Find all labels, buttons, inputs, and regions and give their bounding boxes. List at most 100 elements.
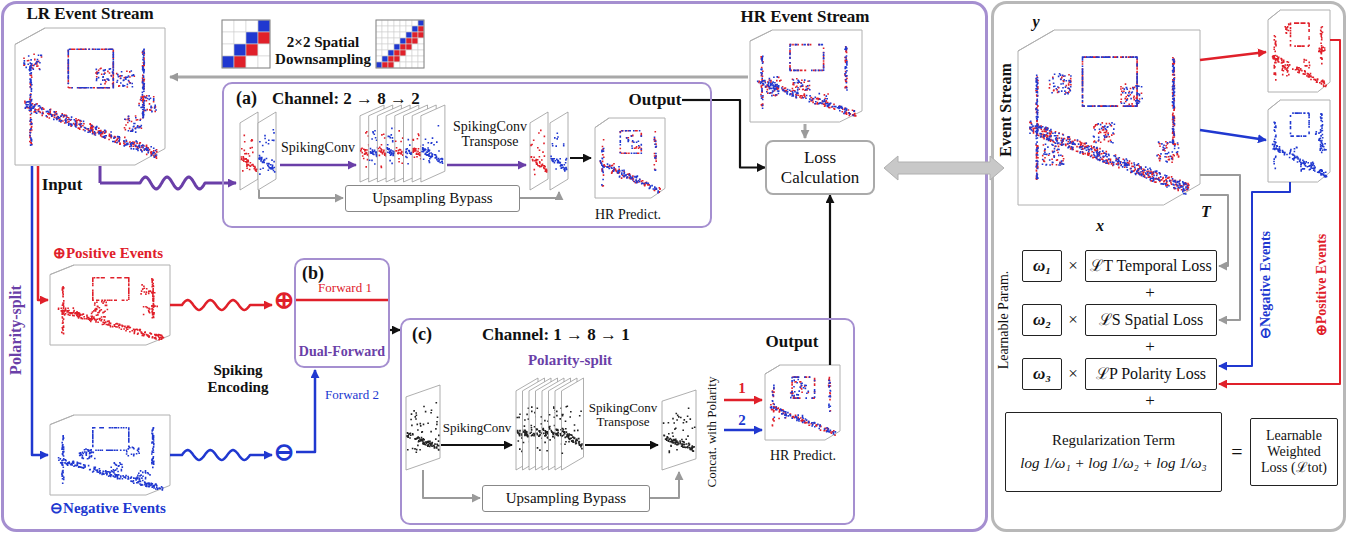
pixel-cell xyxy=(388,62,394,68)
panel-tag: (a) xyxy=(236,88,257,109)
pixel-cell xyxy=(400,50,406,56)
text-label: SpikingConv xyxy=(443,421,512,435)
pixel-cell xyxy=(222,44,234,56)
box-label: ℒS Spatial Loss xyxy=(1099,311,1204,329)
pixel-cell xyxy=(418,26,424,32)
pixel-cell xyxy=(376,20,382,26)
feature-map xyxy=(258,112,276,190)
pixel-cell xyxy=(400,32,406,38)
plot-axes xyxy=(765,365,840,440)
pixel-cell xyxy=(376,38,382,44)
loss-term-box: ℒP Polarity Loss xyxy=(1085,358,1217,390)
feature-map xyxy=(530,112,548,190)
event-dots xyxy=(1272,112,1328,177)
bypass-arrow xyxy=(259,190,343,198)
pixel-cell xyxy=(258,32,270,44)
flow-arrow xyxy=(724,399,762,402)
flow-arrow xyxy=(280,164,356,167)
pixel-cell xyxy=(394,50,400,56)
pixel-cell xyxy=(388,20,394,26)
pixel-cell xyxy=(400,26,406,32)
loss-link xyxy=(1219,182,1290,366)
event-dots xyxy=(1029,56,1190,191)
pixel-cell xyxy=(258,56,270,68)
pixel-cell xyxy=(394,44,400,50)
pixel-cell xyxy=(388,38,394,44)
box-label: Loss Calculation xyxy=(771,148,869,187)
pixel-cell xyxy=(246,32,258,44)
pixel-cell xyxy=(418,38,424,44)
pixel-cell xyxy=(388,56,394,62)
pixel-cell xyxy=(246,20,258,32)
flow-arrow xyxy=(1200,52,1266,60)
pixel-cell xyxy=(412,50,418,56)
pixel-cell xyxy=(234,32,246,44)
flow-arrow xyxy=(585,444,658,446)
bypass-box: Upsampling Bypass xyxy=(345,185,520,212)
panel-heading: Channel: 1 → 8 → 1 xyxy=(482,325,630,345)
module-box: (b)Dual-Forward xyxy=(294,258,390,368)
pixel-cell xyxy=(382,44,388,50)
pixel-cell xyxy=(394,38,400,44)
event-dots xyxy=(1029,56,1189,195)
bypass-arrow xyxy=(650,472,679,498)
plot-axes xyxy=(1268,100,1330,182)
vertical-label: ⊖Negative Events xyxy=(1258,231,1273,339)
loss-term-box: ℒT Temporal Loss xyxy=(1085,250,1217,282)
connector xyxy=(712,100,765,168)
feature-map xyxy=(662,390,696,470)
pixel-cell xyxy=(382,56,388,62)
bypass-arrow xyxy=(520,192,559,198)
pixel-cell xyxy=(400,44,406,50)
text-label: × xyxy=(1068,257,1078,276)
bypass-arrow xyxy=(423,470,480,498)
pixel-cell xyxy=(382,32,388,38)
split-line xyxy=(32,166,48,455)
pixel-cell xyxy=(376,26,382,32)
text-label: ⊖Negative Events xyxy=(50,500,166,517)
pixel-cell xyxy=(382,50,388,56)
text-label: × xyxy=(1068,365,1078,384)
regularization-box: Regularization Termlog 1/ω₁ + log 1/ω₂ +… xyxy=(1005,412,1222,492)
vertical-label: Learnable Param. xyxy=(996,271,1011,370)
event-dots xyxy=(23,49,157,159)
pixel-cell xyxy=(394,26,400,32)
feature-map xyxy=(421,105,445,182)
event-dots xyxy=(770,376,836,435)
event-dots xyxy=(770,376,836,436)
loss-box: Loss Calculation xyxy=(765,140,875,195)
pixel-cell xyxy=(234,56,246,68)
loss-link xyxy=(1200,175,1240,320)
spike-wave xyxy=(100,177,236,189)
pixel-cell xyxy=(258,20,270,32)
text-label: Output xyxy=(629,91,682,110)
loss-link xyxy=(1219,40,1340,384)
text-label: 2 xyxy=(738,412,746,429)
box-label: ℒP Polarity Loss xyxy=(1096,365,1206,383)
pixel-cell xyxy=(394,20,400,26)
vertical-label: Polarity-split xyxy=(7,285,25,375)
pixel-cell xyxy=(388,26,394,32)
pixel-cell xyxy=(412,62,418,68)
box-label: Regularization Term xyxy=(1052,432,1175,449)
text-label: + xyxy=(1145,284,1155,303)
pixel-cell xyxy=(400,56,406,62)
feature-map xyxy=(562,378,584,470)
spike-wave xyxy=(170,300,272,310)
spike-wave xyxy=(170,450,272,460)
feature-map xyxy=(240,112,258,190)
text-label: + xyxy=(1145,392,1155,411)
panel-border xyxy=(3,3,987,531)
text-label: Output xyxy=(766,333,819,352)
panel-heading: Dual-Forward xyxy=(296,344,388,360)
text-label: SpikingConv Transpose xyxy=(450,119,530,150)
connector xyxy=(829,195,831,318)
flow-arrow xyxy=(724,429,762,432)
text-label: + xyxy=(1145,338,1155,357)
text-label: Spiking Encoding xyxy=(199,362,277,395)
text-label: Input xyxy=(42,176,83,195)
pixel-cell xyxy=(394,32,400,38)
panel-heading: Channel: 2 → 8 → 2 xyxy=(272,89,420,109)
